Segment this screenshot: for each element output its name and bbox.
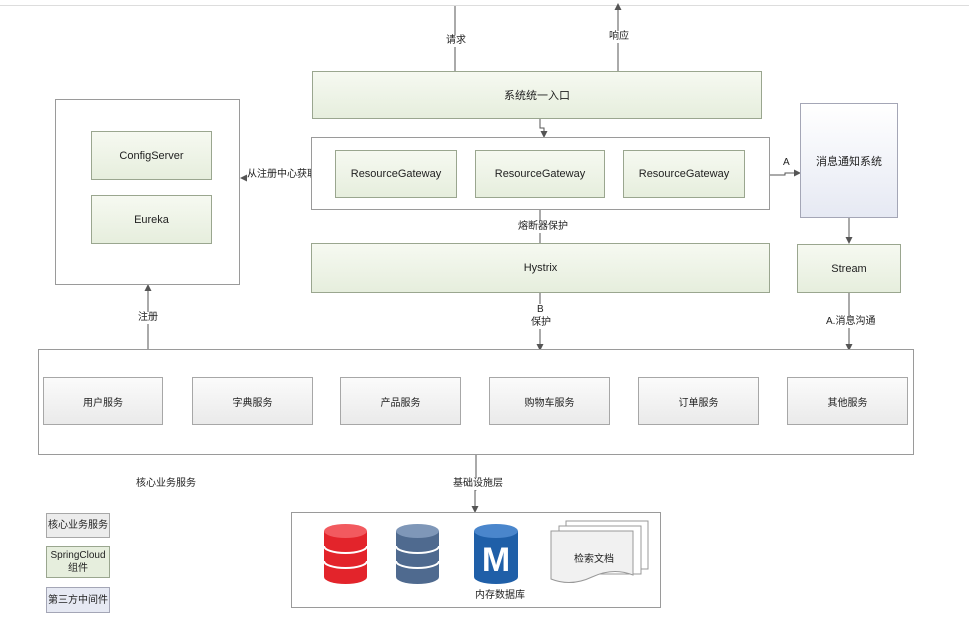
entry-to-gateway-arrow xyxy=(539,118,548,138)
legend-springcloud-label-2: 组件 xyxy=(68,563,88,574)
legend-core: 核心业务服务 xyxy=(46,513,110,538)
memory-db-label: 内存数据库 xyxy=(475,590,525,602)
legend-third-party: 第三方中间件 xyxy=(46,587,110,613)
b-label: B xyxy=(537,304,544,316)
a-label: A xyxy=(783,157,790,169)
service-dictionary: 字典服务 xyxy=(192,377,313,425)
register-label: 注册 xyxy=(138,312,158,324)
search-docs-label: 检索文档 xyxy=(574,554,614,565)
database-slate-icon xyxy=(395,524,440,584)
service-other-label: 其他服务 xyxy=(827,397,868,409)
service-other: 其他服务 xyxy=(787,377,908,425)
eureka-label: Eureka xyxy=(134,213,169,226)
service-cart: 购物车服务 xyxy=(489,377,610,425)
service-cart-label: 购物车服务 xyxy=(524,397,575,409)
circuit-breaker-label: 熔断器保护 xyxy=(518,221,568,233)
service-order-label: 订单服务 xyxy=(678,397,719,409)
core-services-caption: 核心业务服务 xyxy=(136,478,196,490)
stream-box: Stream xyxy=(797,244,901,293)
service-user-label: 用户服务 xyxy=(83,397,123,409)
notify-system-box: 消息通知系统 xyxy=(800,103,898,218)
registry-container xyxy=(55,99,240,285)
gateway-label-1: ResourceGateway xyxy=(350,168,442,180)
legend-springcloud: SpringCloud 组件 xyxy=(46,546,110,578)
gateway-box-2: ResourceGateway xyxy=(475,150,605,198)
config-server-label: ConfigServer xyxy=(119,149,184,162)
config-server-box: ConfigServer xyxy=(91,131,212,180)
service-order: 订单服务 xyxy=(638,377,759,425)
service-user: 用户服务 xyxy=(43,377,163,425)
gateway-box-3: ResourceGateway xyxy=(623,150,745,198)
gateway-box-1: ResourceGateway xyxy=(335,150,457,198)
svg-text:M: M xyxy=(482,541,510,579)
eureka-box: Eureka xyxy=(91,195,212,244)
gateway-to-notify-arrow xyxy=(770,169,801,177)
notify-system-label: 消息通知系统 xyxy=(816,155,882,168)
legend-springcloud-label-1: SpringCloud xyxy=(50,550,106,561)
documents-icon xyxy=(550,520,649,583)
top-divider xyxy=(0,5,969,6)
infrastructure-label: 基础设施层 xyxy=(453,478,503,490)
gateway-label-2: ResourceGateway xyxy=(494,168,586,180)
protect-label: 保护 xyxy=(531,317,551,329)
service-product: 产品服务 xyxy=(340,377,461,425)
memory-database-m-icon: M xyxy=(474,524,518,584)
service-dictionary-label: 字典服务 xyxy=(232,397,273,409)
request-label: 请求 xyxy=(446,35,466,47)
services-to-infra-arrow xyxy=(471,455,479,513)
system-entry-box: 系统统一入口 xyxy=(312,71,762,119)
legend-core-label: 核心业务服务 xyxy=(48,520,108,531)
hystrix-box: Hystrix xyxy=(311,243,770,293)
system-entry-label: 系统统一入口 xyxy=(504,90,570,102)
gateway-label-3: ResourceGateway xyxy=(638,168,730,180)
service-product-label: 产品服务 xyxy=(380,397,421,409)
message-comm-label: A.消息沟通 xyxy=(826,316,876,328)
database-red-icon xyxy=(323,524,368,584)
legend-third-party-label: 第三方中间件 xyxy=(48,594,108,606)
response-label: 响应 xyxy=(609,31,629,43)
stream-label: Stream xyxy=(831,262,867,275)
hystrix-label: Hystrix xyxy=(523,262,558,274)
services-container xyxy=(38,349,914,455)
